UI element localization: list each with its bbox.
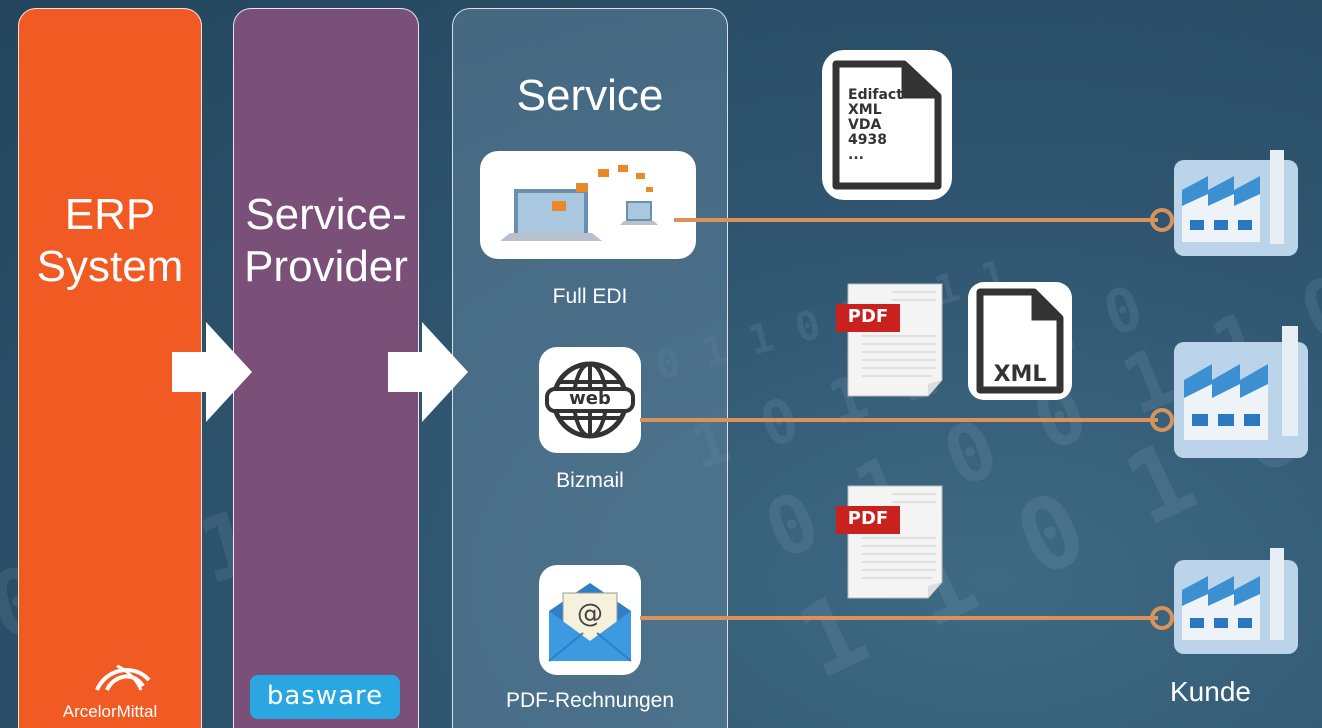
- erp-title-line2: System: [36, 242, 184, 291]
- provider-title-line2: Provider: [244, 242, 408, 291]
- pdf-rechnungen-label: PDF-Rechnungen: [505, 689, 675, 712]
- connector-bizmail: [640, 418, 1158, 422]
- bizmail-label: Bizmail: [556, 469, 624, 492]
- factory-icon-1: [1174, 150, 1298, 256]
- pdf-document-icon-2: PDF: [832, 482, 948, 602]
- edi-format-4938: 4938: [848, 132, 887, 148]
- xml-document-icon: XML: [968, 282, 1072, 400]
- edi-format-xml: XML: [848, 102, 882, 118]
- edi-document-text: Edifact XML VDA 4938 ...: [848, 88, 903, 163]
- erp-system-column: ERP System ArcelorMittal: [18, 8, 202, 728]
- factory-icon-2: [1174, 326, 1308, 458]
- provider-title-line1: Service-: [245, 190, 407, 239]
- email-icon: @: [539, 565, 641, 675]
- edi-format-edifact: Edifact: [848, 87, 903, 103]
- connector-bizmail-end: [1150, 408, 1174, 432]
- full-edi-label: Full EDI: [552, 285, 628, 308]
- customer-label: Kunde: [1170, 676, 1251, 707]
- full-edi-icon: [480, 151, 696, 259]
- xml-badge-text: XML: [993, 362, 1047, 387]
- bizmail-web-icon: web: [539, 347, 641, 453]
- service-column: Service Full EDI: [452, 8, 728, 728]
- connector-pdf: [640, 616, 1158, 620]
- connector-full-edi-end: [1150, 208, 1174, 232]
- service-title: Service: [516, 71, 664, 120]
- factory-icon-3: [1174, 548, 1298, 654]
- service-provider-title: Service- Provider: [234, 189, 418, 293]
- edi-document-icon: Edifact XML VDA 4938 ...: [822, 50, 952, 200]
- pdf-badge-text-2: PDF: [847, 508, 889, 529]
- erp-system-title: ERP System: [19, 189, 201, 293]
- erp-title-line1: ERP: [64, 190, 156, 239]
- arrow-provider-to-service-icon: [388, 322, 468, 422]
- arcelormittal-logo-icon: [95, 664, 151, 691]
- edi-format-vda: VDA: [848, 117, 882, 133]
- pdf-badge-text: PDF: [847, 306, 889, 327]
- connector-pdf-end: [1150, 606, 1174, 630]
- pdf-document-icon: PDF: [832, 280, 948, 400]
- basware-logo: basware: [250, 675, 400, 719]
- arcelormittal-logo-text: ArcelorMittal: [62, 702, 158, 721]
- edi-format-more: ...: [848, 147, 864, 163]
- arrow-erp-to-provider-icon: [172, 322, 252, 422]
- bizmail-web-text: web: [569, 388, 611, 409]
- connector-full-edi: [674, 218, 1158, 222]
- email-at-sign: @: [577, 599, 603, 629]
